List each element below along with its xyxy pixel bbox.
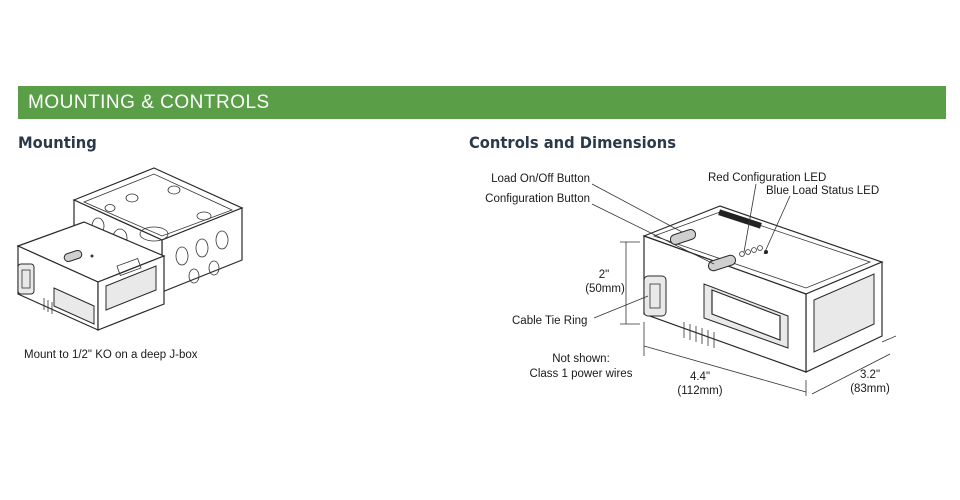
height-dim-in: 2" [598, 269, 610, 281]
mounting-illustration [16, 167, 244, 331]
length-dim-in: 4.4" [689, 371, 711, 383]
section-banner: MOUNTING & CONTROLS [18, 86, 946, 119]
controls-illustration [620, 205, 897, 396]
width-dim-mm: (83mm) [850, 383, 890, 395]
load-button-label: Load On/Off Button [491, 173, 590, 185]
not-shown-label: Not shown: [552, 353, 610, 365]
mounting-heading: Mounting [18, 133, 97, 152]
controls-heading: Controls and Dimensions [469, 133, 677, 152]
red-led-label: Red Configuration LED [708, 172, 827, 184]
not-shown-wires-label: Class 1 power wires [529, 368, 633, 380]
cable-tie-label: Cable Tie Ring [512, 315, 588, 327]
section-title: MOUNTING & CONTROLS [28, 92, 270, 113]
height-dim-mm: (50mm) [585, 283, 625, 295]
width-dim-in: 3.2" [859, 369, 881, 381]
length-dim-mm: (112mm) [677, 385, 723, 397]
blue-led-label: Blue Load Status LED [766, 185, 880, 197]
config-button-label: Configuration Button [485, 193, 590, 205]
mounting-caption: Mount to 1/2" KO on a deep J-box [24, 349, 198, 361]
